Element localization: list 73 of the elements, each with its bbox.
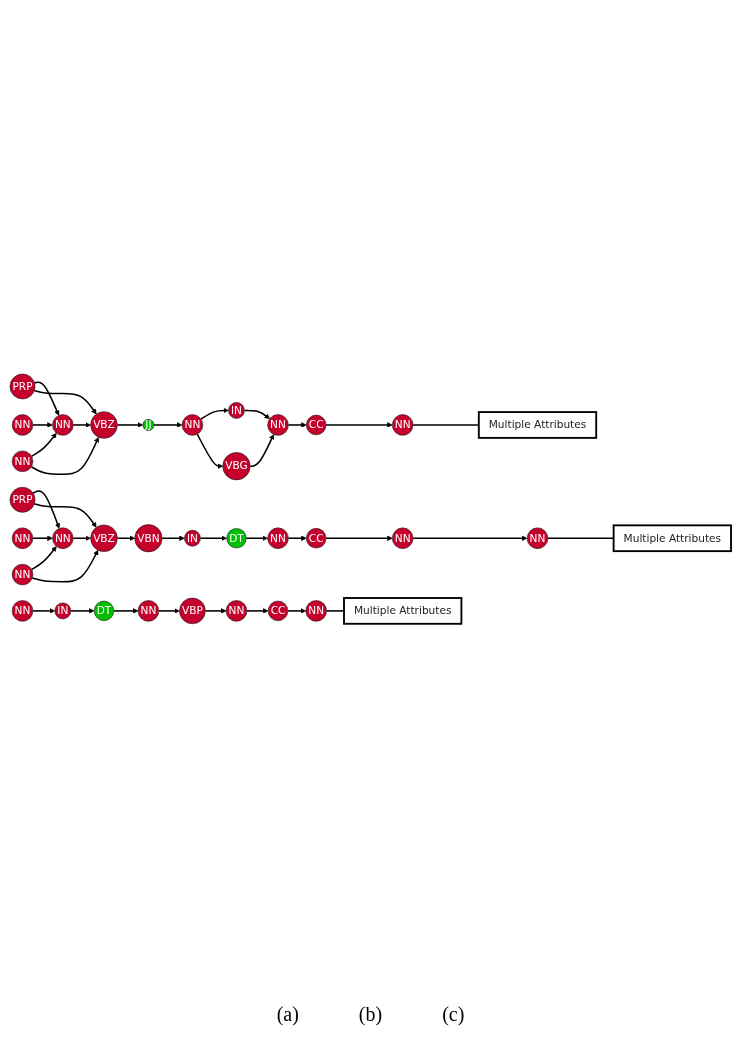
arrow <box>32 535 53 541</box>
arrow <box>33 389 97 414</box>
node-box: Multiple Attributes <box>612 524 732 552</box>
node-circle: PRP <box>9 486 36 513</box>
node-circle: IN <box>184 529 201 547</box>
arrow <box>246 607 269 614</box>
figure-label: (b) <box>358 1003 383 1026</box>
arrow <box>412 535 528 541</box>
arrow <box>33 381 60 416</box>
connector <box>325 609 345 612</box>
node-circle: NN <box>392 527 414 549</box>
arrow <box>287 535 307 541</box>
arrow <box>72 421 91 428</box>
arrow <box>325 535 393 541</box>
arrow <box>243 409 270 419</box>
node-circle: NN <box>11 450 34 472</box>
arrow <box>72 535 91 541</box>
node-circle: CC <box>267 600 289 621</box>
arrow <box>196 433 223 469</box>
arrow <box>200 407 229 420</box>
arrow <box>153 421 183 428</box>
arrow <box>116 421 144 428</box>
node-circle: NN <box>52 527 74 549</box>
arrow <box>325 421 393 428</box>
arrow <box>32 421 53 428</box>
node-circle: NN <box>181 413 204 436</box>
node-circle: DT <box>93 600 115 621</box>
figure-label: (a) <box>276 1003 299 1026</box>
node-circle: IN <box>228 401 245 419</box>
arrow <box>33 502 97 528</box>
node-circle: CC <box>306 527 327 549</box>
arrow <box>249 433 275 467</box>
node-circle: IN <box>54 602 72 619</box>
node-circle: NN <box>267 413 289 436</box>
arrow <box>30 432 57 457</box>
arrow <box>204 607 227 614</box>
node-circle: VBP <box>179 597 206 624</box>
node-circle: JJ <box>142 418 155 431</box>
arrow <box>158 607 180 614</box>
node-circle: NN <box>392 413 414 436</box>
node-circle: PRP <box>9 373 36 399</box>
arrow <box>161 535 185 541</box>
arrow <box>70 607 95 614</box>
arrow <box>113 607 139 614</box>
node-circle: NN <box>267 527 289 549</box>
node-circle: VBG <box>222 451 251 480</box>
node-circle: NN <box>11 599 34 622</box>
node-circle: NN <box>11 413 34 436</box>
arrow <box>30 545 57 570</box>
figure-label: (c) <box>442 1003 465 1026</box>
arrow <box>245 535 268 541</box>
node-circle: NN <box>11 563 34 585</box>
node-circle: NN <box>526 527 549 549</box>
node-circle: CC <box>306 414 327 435</box>
node-box: Multiple Attributes <box>477 410 598 439</box>
node-circle: NN <box>225 599 248 622</box>
arrow <box>116 535 135 541</box>
node-box: Multiple Attributes <box>343 596 463 625</box>
node-circle: NN <box>305 599 327 622</box>
arrow <box>31 549 99 583</box>
arrow <box>32 489 61 529</box>
arrow <box>287 421 307 428</box>
arrow <box>32 607 56 614</box>
node-circle: NN <box>52 413 74 436</box>
arrow <box>199 535 227 541</box>
node-circle: DT <box>226 527 247 548</box>
node-circle: NN <box>11 527 34 549</box>
arrow <box>287 607 307 614</box>
node-circle: NN <box>137 599 160 622</box>
node-circle: VBZ <box>90 524 118 552</box>
node-circle: VBN <box>134 523 163 552</box>
node-circle: VBZ <box>90 410 118 439</box>
arrow <box>30 436 100 475</box>
